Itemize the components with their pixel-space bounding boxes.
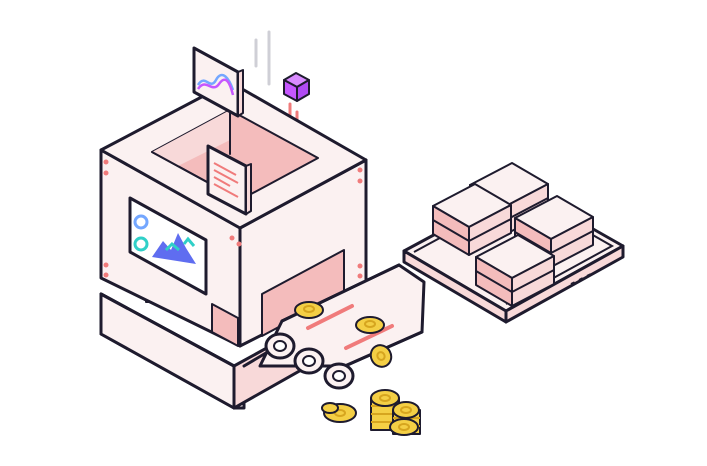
document-icon — [206, 144, 252, 216]
coin-icon — [294, 301, 393, 368]
coin-stack-left — [321, 402, 357, 423]
machine-body — [99, 80, 368, 348]
block-front — [475, 234, 555, 307]
roller-3 — [323, 362, 355, 390]
status-dot-top — [133, 214, 149, 230]
monitor-screen-icon — [192, 46, 244, 155]
roller-2 — [293, 347, 325, 375]
mountain-chart — [152, 233, 196, 264]
coin-stack-group — [321, 389, 421, 436]
machine-bolts — [103, 159, 363, 279]
status-dot-bottom — [133, 236, 149, 252]
coin-stack-right — [389, 401, 421, 436]
stacked-blocks-icon — [402, 162, 625, 324]
cube-icon — [283, 72, 310, 102]
roller-1 — [264, 332, 296, 360]
block-left — [432, 183, 512, 256]
conveyor-belt-icon — [258, 263, 426, 390]
